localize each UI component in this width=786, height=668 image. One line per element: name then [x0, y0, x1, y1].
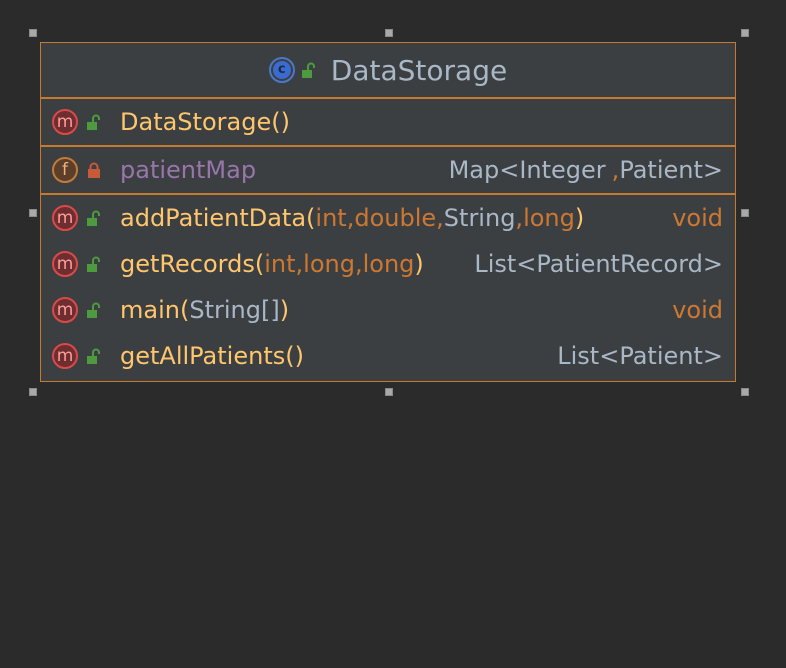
class-name: DataStorage — [330, 53, 508, 87]
param-type: int — [264, 250, 296, 278]
field-icon: f — [52, 157, 78, 183]
resize-handle-bottom-center[interactable] — [385, 388, 393, 396]
method-row[interactable]: m getRecords(int, long, long) List<Patient… — [41, 241, 735, 287]
method-icon: m — [52, 251, 78, 277]
method-icon: m — [52, 297, 78, 323]
param-separator: , — [515, 204, 524, 232]
method-icon-letter: m — [56, 207, 74, 228]
paren-open: ( — [306, 204, 316, 232]
constructor-params: () — [271, 108, 290, 136]
param-type: long — [523, 204, 575, 232]
resize-handle-top-left[interactable] — [29, 29, 37, 37]
private-lock-icon — [88, 162, 100, 178]
paren-open: ( — [179, 296, 190, 324]
param-type: double — [354, 204, 437, 232]
method-icon-letter: m — [56, 111, 74, 132]
public-unlocked-icon — [87, 114, 100, 130]
method-icon: m — [52, 205, 78, 231]
method-name: addPatientData — [120, 204, 307, 232]
param-separator: , — [436, 204, 444, 232]
field-name: patientMap — [120, 156, 257, 184]
field-type-comma: , — [611, 156, 620, 184]
paren-close: ) — [414, 250, 424, 278]
method-icon-letter: m — [56, 299, 74, 320]
method-row[interactable]: m getAllPatients () List<Patient> — [41, 333, 735, 379]
method-icon-letter: m — [56, 253, 74, 274]
field-type-part1: Map<Integer — [448, 156, 606, 184]
class-icon-letter: c — [272, 61, 291, 79]
public-unlocked-icon — [87, 302, 100, 318]
return-type: void — [672, 204, 723, 232]
fields-section: f patientMap Map<Integer , Patient> — [41, 147, 735, 195]
method-params-empty: () — [285, 342, 304, 370]
resize-handle-top-right[interactable] — [741, 29, 749, 37]
public-unlocked-icon — [87, 348, 100, 364]
method-name: getRecords — [120, 250, 255, 278]
method-row[interactable]: m main(String[]) void — [41, 287, 735, 333]
resize-handle-middle-right[interactable] — [741, 209, 749, 217]
method-name: getAllPatients — [120, 342, 286, 370]
param-type: long — [362, 250, 415, 278]
method-icon-letter: m — [56, 345, 74, 366]
param-separator: , — [346, 204, 355, 232]
return-type: List<Patient> — [557, 342, 723, 370]
resize-handle-top-center[interactable] — [385, 29, 393, 37]
public-unlocked-icon — [87, 210, 100, 226]
param-type: String[] — [189, 296, 280, 324]
param-type: long — [303, 250, 355, 278]
return-type: void — [672, 296, 723, 324]
paren-close: ) — [574, 204, 585, 232]
resize-handle-bottom-left[interactable] — [29, 388, 37, 396]
uml-class-node[interactable]: c DataStorage m DataStorage () f — [40, 42, 736, 382]
public-unlocked-icon — [301, 62, 315, 78]
class-header: c DataStorage — [41, 43, 735, 99]
param-separator: , — [295, 250, 304, 278]
paren-open: ( — [254, 250, 265, 278]
class-icon: c — [268, 57, 295, 83]
method-name: main — [120, 296, 180, 324]
method-icon: m — [52, 109, 78, 135]
field-type-part2: Patient> — [619, 156, 723, 184]
public-unlocked-icon — [87, 256, 100, 272]
field-icon-letter: f — [62, 159, 68, 180]
param-separator: , — [354, 250, 363, 278]
constructor-row[interactable]: m DataStorage () — [41, 99, 735, 145]
field-row[interactable]: f patientMap Map<Integer , Patient> — [41, 147, 735, 193]
resize-handle-middle-left[interactable] — [29, 209, 37, 217]
resize-handle-bottom-right[interactable] — [741, 388, 749, 396]
paren-close: ) — [279, 296, 290, 324]
return-type: List<PatientRecord> — [474, 250, 723, 278]
method-icon: m — [52, 343, 78, 369]
method-row[interactable]: m addPatientData(int, double, String, lon… — [41, 195, 735, 241]
param-type: int — [315, 204, 347, 232]
constructor-section: m DataStorage () — [41, 99, 735, 147]
param-type: String — [443, 204, 516, 232]
constructor-name: DataStorage — [120, 108, 272, 136]
